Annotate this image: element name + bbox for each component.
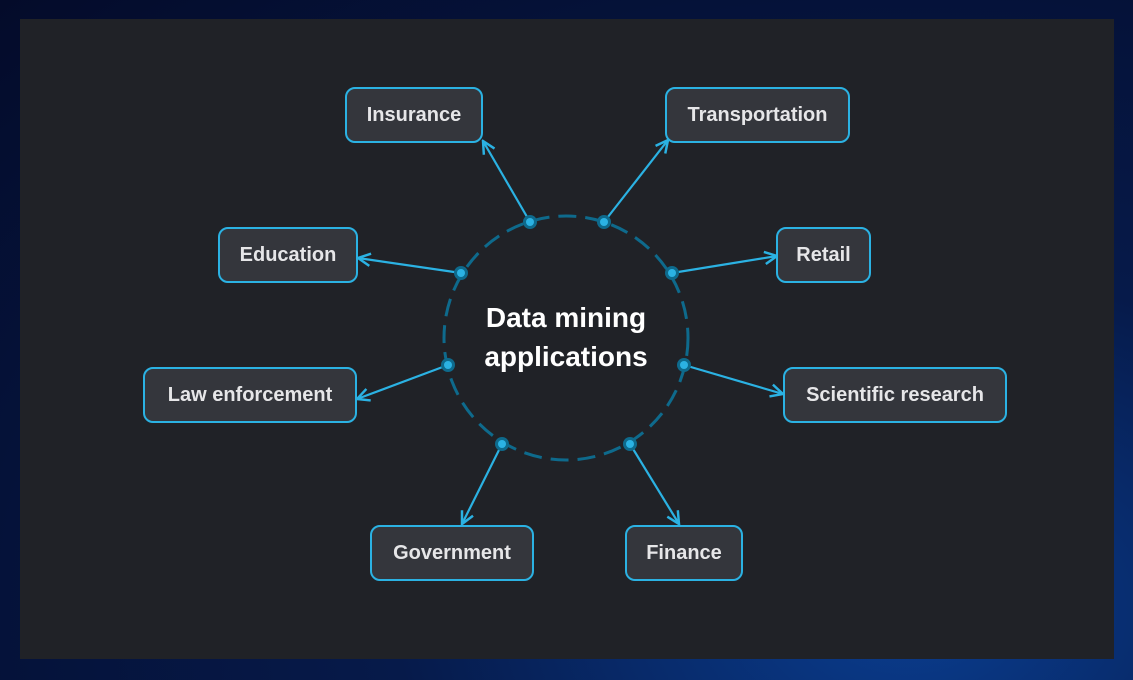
dot-law-enforcement: [441, 358, 455, 372]
node-insurance: Insurance: [345, 87, 483, 143]
node-law-enforcement: Law enforcement: [143, 367, 357, 423]
diagram-canvas: [20, 19, 1114, 659]
node-government: Government: [370, 525, 534, 581]
node-finance: Finance: [625, 525, 743, 581]
center-title-line2: applications: [484, 341, 648, 372]
ring-dots: [441, 215, 691, 451]
connector-scientific-research: [683, 363, 783, 394]
center-title-line1: Data mining: [485, 302, 647, 333]
dot-scientific-research: [677, 358, 691, 372]
connector-transportation: [603, 140, 668, 223]
node-education: Education: [218, 227, 358, 283]
connector-government: [462, 443, 503, 524]
center-ring: [442, 214, 690, 462]
dot-retail: [665, 266, 679, 280]
dot-insurance: [523, 215, 537, 229]
connector-law-enforcement: [357, 363, 449, 399]
dot-education: [454, 266, 468, 280]
dot-finance: [623, 437, 637, 451]
node-scientific-research: Scientific research: [783, 367, 1007, 423]
node-transportation: Transportation: [665, 87, 850, 143]
connector-insurance: [483, 141, 531, 223]
connector-finance: [629, 443, 679, 524]
dot-government: [495, 437, 509, 451]
connector-retail: [671, 256, 777, 275]
node-retail: Retail: [776, 227, 871, 283]
connector-education: [358, 258, 462, 275]
center-title: Data mining applications: [446, 298, 686, 376]
dot-transportation: [597, 215, 611, 229]
